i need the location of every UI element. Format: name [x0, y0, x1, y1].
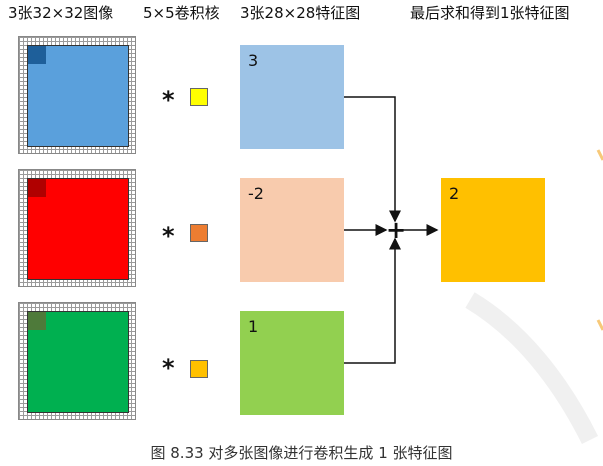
input-image-red: [18, 169, 136, 287]
arrow-top: [344, 96, 401, 223]
kernel-amber: [190, 360, 208, 378]
header-features: 3张28×28特征图: [240, 4, 361, 22]
multiply-sign-1: *: [162, 86, 175, 114]
header-result: 最后求和得到1张特征图: [410, 4, 570, 22]
multiply-sign-3: *: [162, 354, 175, 382]
kernel-window-red: [28, 179, 46, 197]
feature-map-red: -2: [240, 178, 344, 282]
figure-caption: 图 8.33 对多张图像进行卷积生成 1 张特征图: [150, 444, 453, 462]
feature-value-blue: 3: [248, 51, 259, 70]
feature-map-green: 1: [240, 311, 344, 415]
feature-map-blue: 3: [240, 45, 344, 149]
result-value: 2: [449, 184, 460, 203]
arrow-bottom: [344, 237, 401, 364]
kernel-window-blue: [28, 46, 46, 64]
header-images: 3张32×32图像: [8, 4, 114, 22]
kernel-yellow: [190, 88, 208, 106]
feature-value-red: -2: [248, 184, 264, 203]
kernel-window-green: [28, 312, 46, 330]
multiply-sign-2: *: [162, 222, 175, 250]
input-image-blue: [18, 36, 136, 154]
feature-value-green: 1: [248, 317, 259, 336]
input-image-green: [18, 302, 136, 420]
result-feature-map: 2: [441, 178, 545, 282]
image-fill-green: [27, 311, 129, 413]
kernel-orange: [190, 224, 208, 242]
header-kernels: 5×5卷积核: [143, 4, 220, 22]
image-fill-blue: [27, 45, 129, 147]
image-fill-red: [27, 178, 129, 280]
sum-sign: +: [386, 216, 407, 244]
